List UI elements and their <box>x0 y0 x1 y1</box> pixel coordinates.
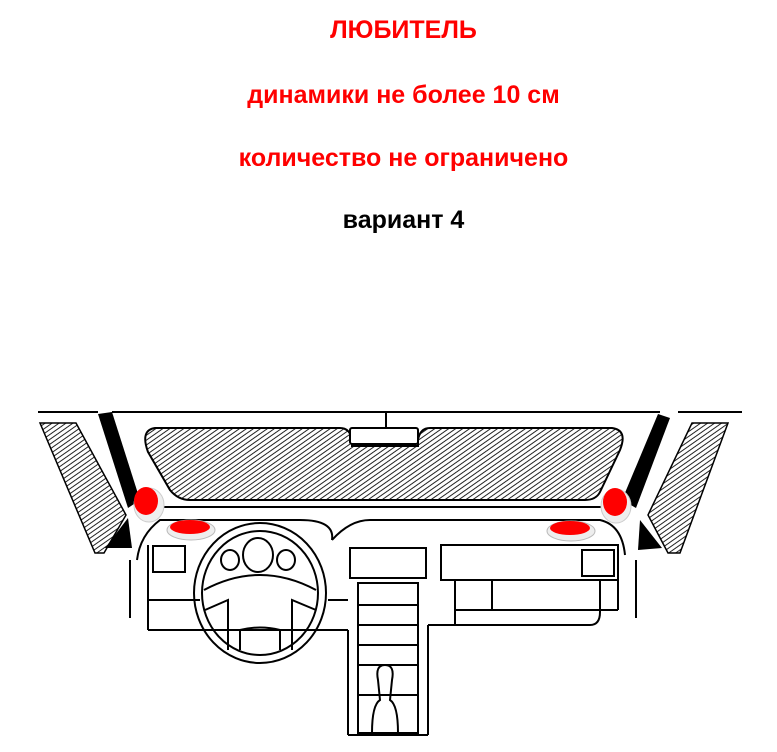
speaker-size-note: динамики не более 10 см <box>247 81 560 109</box>
left-side-window <box>38 422 127 554</box>
right-pillar-lower <box>638 520 662 550</box>
steering-wheel <box>193 522 327 664</box>
right-pillar-tweeter <box>600 488 632 524</box>
right-dash-speaker <box>546 520 596 542</box>
left-a-pillar <box>98 412 140 508</box>
gear-shifter <box>371 663 399 734</box>
left-pillar-tweeter <box>133 487 165 523</box>
dashboard <box>129 506 637 736</box>
left-pillar-lower <box>105 518 132 548</box>
rearview-mirror <box>349 427 419 445</box>
speaker-count-note: количество не ограничено <box>238 144 569 172</box>
title: ЛЮБИТЕЛЬ <box>330 16 477 44</box>
left-dash-speaker <box>166 519 216 541</box>
right-side-window <box>647 422 730 554</box>
variant-label: вариант 4 <box>342 206 465 234</box>
right-a-pillar <box>622 414 670 508</box>
